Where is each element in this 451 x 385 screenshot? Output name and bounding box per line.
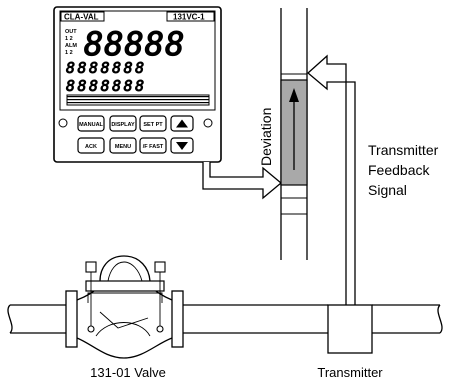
transmitter-label: Transmitter — [317, 365, 383, 380]
ack-button-label: ACK — [85, 144, 97, 150]
manual-button[interactable]: MANUAL — [77, 115, 105, 132]
manual-button-label: MANUAL — [79, 122, 103, 128]
valve-label: 131-01 Valve — [90, 365, 166, 380]
primary-display: 88888 — [84, 25, 185, 63]
brand-tab — [60, 11, 105, 22]
display-button-label: DISPLAY — [111, 122, 135, 128]
valve — [65, 255, 184, 359]
down-button[interactable] — [170, 137, 194, 154]
faceplate-screw-right — [203, 118, 213, 128]
controller-brand: CLA-VAL — [64, 13, 99, 22]
valve-bonnet — [99, 255, 151, 282]
faceplate-screw-left — [58, 118, 68, 128]
status-label-alm-channels: 1 2 — [65, 50, 73, 56]
controller-model: 131VC-1 — [173, 13, 205, 22]
secondary-display-row-2: 8888888 — [66, 77, 147, 95]
controller-output-arrow — [202, 162, 283, 200]
controller: CLA-VAL 131VC-1 OUT 1 2 ALM 1 2 88888 88… — [53, 6, 222, 163]
down-arrow-icon — [176, 142, 188, 150]
feedback-label-line-1: Transmitter — [368, 142, 439, 158]
up-button[interactable] — [170, 115, 194, 132]
up-arrow-icon — [176, 119, 188, 128]
set-point-button[interactable]: SET PT — [139, 115, 167, 132]
feedback-signal-arrow — [307, 54, 356, 305]
bargraph-strip — [66, 94, 210, 106]
valve-cover-flange — [85, 280, 165, 292]
status-label-out-channels: 1 2 — [65, 36, 73, 42]
deviation-label: Deviation — [258, 108, 274, 166]
transmitter-box — [327, 304, 373, 354]
pilot-fitting-left — [85, 261, 97, 273]
ack-button[interactable]: ACK — [77, 137, 105, 154]
fast-button[interactable]: /F FAST — [139, 137, 167, 154]
menu-button[interactable]: MENU — [109, 137, 137, 154]
secondary-display-row-1: 8888888 — [66, 59, 147, 77]
status-label-alm: ALM — [65, 43, 77, 49]
valve-flange-right — [171, 290, 184, 348]
main-pipeline — [7, 304, 443, 334]
pilot-port-left — [87, 325, 95, 333]
feedback-label-line-2: Feedback — [368, 162, 430, 178]
fast-button-label: /F FAST — [143, 144, 164, 150]
pilot-fitting-right — [154, 261, 166, 273]
pilot-port-right — [156, 325, 164, 333]
menu-button-label: MENU — [115, 144, 131, 150]
valve-flange-left — [65, 290, 78, 348]
status-label-out: OUT — [65, 29, 77, 35]
vertical-pipe — [280, 8, 308, 260]
controller-display-window — [59, 10, 216, 111]
display-button[interactable]: DISPLAY — [109, 115, 137, 132]
feedback-label-line-3: Signal — [368, 182, 407, 198]
deviation-arrow-icon — [289, 88, 299, 102]
set-point-button-label: SET PT — [143, 122, 163, 128]
model-tab — [166, 11, 215, 22]
